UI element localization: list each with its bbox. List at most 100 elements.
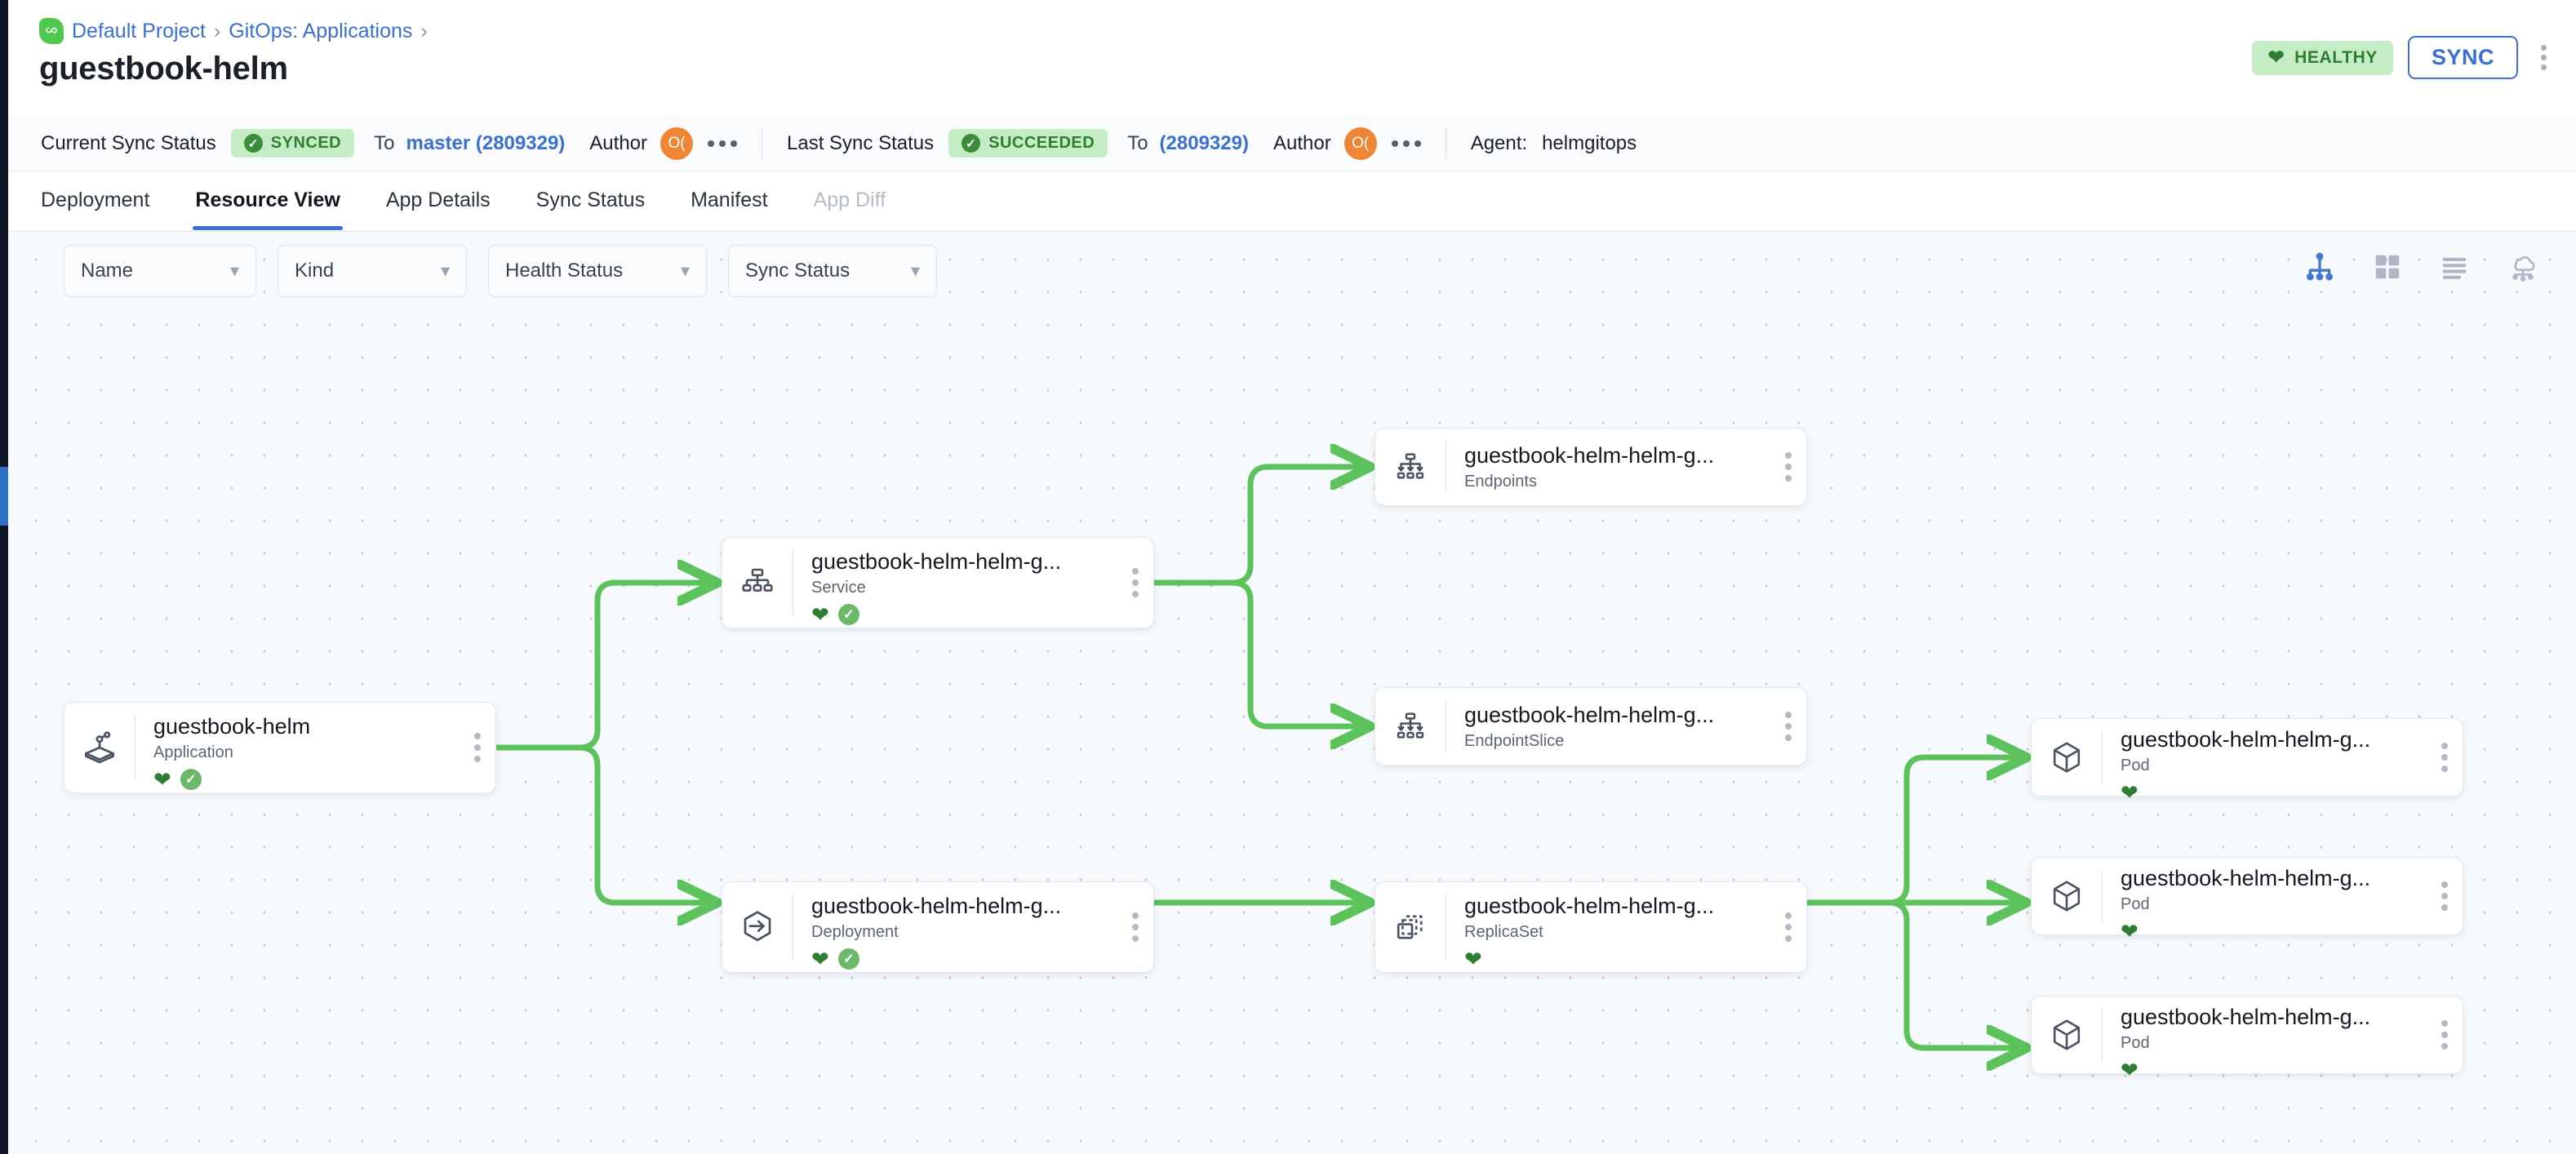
node-title: guestbook-helm-helm-g... [1464, 703, 1715, 727]
kebab-menu-icon[interactable] [2533, 40, 2555, 75]
graph-edges [493, 232, 2576, 1154]
node-title: guestbook-helm-helm-g... [2121, 866, 2371, 890]
pod-icon [2032, 858, 2102, 934]
heart-icon: ❤ [2121, 918, 2139, 943]
last-sync-status-chip: ✓ SUCCEEDED [948, 129, 1108, 158]
chevron-down-icon: ▾ [229, 260, 239, 281]
node-title: guestbook-helm-helm-g... [1464, 443, 1715, 468]
node-kind: Endpoints [1464, 472, 1537, 490]
node-status: ❤ [1464, 948, 1806, 970]
filter-sync-status-select[interactable]: Sync Status ▾ [728, 245, 937, 297]
deployment-icon [722, 882, 793, 972]
agent-value: helmgitops [1542, 131, 1637, 154]
avatar: O( [660, 126, 694, 160]
last-to-label: To [1127, 131, 1148, 154]
page-header: Default Project › GitOps: Applications ›… [8, 0, 2576, 116]
heart-icon: ❤ [2121, 779, 2139, 805]
heart-icon: ❤ [2267, 46, 2285, 69]
graph-node-endpointslice[interactable]: guestbook-helm-helm-g... EndpointSlice [1375, 687, 1807, 766]
graph-node-deployment[interactable]: guestbook-helm-helm-g... Deployment ❤ ✓ [722, 881, 1154, 973]
chevron-down-icon: ▾ [910, 260, 920, 281]
graph-node-pod-2[interactable]: guestbook-helm-helm-g... Pod ❤ [2031, 857, 2463, 942]
graph-node-application[interactable]: guestbook-helm Application ❤ ✓ [64, 702, 496, 793]
node-kind: Pod [2121, 894, 2150, 913]
node-kebab-menu-icon[interactable] [1132, 568, 1139, 597]
last-author-label: Author [1272, 131, 1331, 154]
node-title: guestbook-helm-helm-g... [2121, 727, 2371, 752]
cloud-network-icon[interactable] [2506, 250, 2540, 288]
node-kind: Pod [2121, 1033, 2150, 1052]
graph-node-service[interactable]: guestbook-helm-helm-g... Service ❤ ✓ [722, 537, 1154, 628]
current-sync-status-value: SYNCED [270, 134, 342, 152]
graph-node-pod-1[interactable]: guestbook-helm-helm-g... Pod ❤ [2031, 718, 2463, 803]
node-body: guestbook-helm-helm-g... Deployment ❤ ✓ [793, 882, 1153, 972]
node-kind: ReplicaSet [1464, 922, 1543, 941]
current-sync-status-chip: ✓ SYNCED [230, 129, 355, 158]
filter-kind-select[interactable]: Kind ▾ [278, 245, 467, 297]
pod-icon [2032, 719, 2102, 796]
sync-button[interactable]: SYNC [2407, 36, 2518, 79]
grid-view-icon[interactable] [2372, 251, 2403, 286]
node-body: guestbook-helm Application ❤ ✓ [135, 703, 495, 792]
node-kebab-menu-icon[interactable] [1785, 912, 1792, 942]
ellipsis-icon[interactable] [708, 140, 738, 147]
node-kind: EndpointSlice [1464, 731, 1565, 750]
tab-app-diff: App Diff [813, 189, 886, 211]
last-revision-link[interactable]: (2809329) [1159, 131, 1249, 154]
check-circle-icon: ✓ [180, 768, 202, 790]
current-revision-link[interactable]: master (2809329) [406, 131, 566, 154]
node-kebab-menu-icon[interactable] [474, 733, 481, 762]
node-kebab-menu-icon[interactable] [2441, 743, 2448, 772]
list-view-icon[interactable] [2439, 251, 2470, 286]
node-title: guestbook-helm [153, 714, 311, 739]
graph-node-pod-3[interactable]: guestbook-helm-helm-g... Pod ❤ [2031, 996, 2463, 1081]
breadcrumb-item-gitops-applications[interactable]: GitOps: Applications [229, 19, 413, 42]
left-rail-active-indicator[interactable] [0, 467, 8, 526]
header-actions: ❤ HEALTHY SYNC [2252, 36, 2555, 79]
tab-manifest[interactable]: Manifest [691, 189, 768, 211]
tab-deployment[interactable]: Deployment [41, 189, 150, 211]
filter-sync-status-label: Sync Status [745, 260, 851, 282]
node-kind: Service [811, 578, 866, 597]
resource-tree: guestbook-helm Application ❤ ✓ [8, 232, 2576, 1154]
node-status: ❤ ✓ [811, 603, 1153, 626]
node-kebab-menu-icon[interactable] [1785, 452, 1792, 482]
tab-sync-status[interactable]: Sync Status [535, 189, 646, 211]
argo-project-logo-icon [39, 18, 64, 44]
node-kind: Application [153, 743, 233, 761]
endpoints-icon [1375, 428, 1446, 505]
heart-icon: ❤ [811, 601, 829, 627]
sync-status-bar: Current Sync Status ✓ SYNCED To master (… [8, 116, 2576, 171]
tab-resource-view[interactable]: Resource View [193, 189, 344, 230]
application-icon [64, 703, 135, 792]
graph-node-replicaset[interactable]: guestbook-helm-helm-g... ReplicaSet ❤ [1375, 881, 1807, 973]
node-kebab-menu-icon[interactable] [2441, 1020, 2448, 1050]
node-kebab-menu-icon[interactable] [1785, 712, 1792, 741]
filter-health-status-select[interactable]: Health Status ▾ [488, 245, 707, 297]
tree-view-icon[interactable] [2303, 251, 2336, 287]
replicaset-icon [1375, 882, 1446, 972]
node-kebab-menu-icon[interactable] [2441, 881, 2448, 911]
current-author-label: Author [589, 131, 648, 154]
resource-graph-canvas[interactable]: Name ▾ Kind ▾ Health Status ▾ Sync Statu… [8, 232, 2576, 1154]
status-badge-healthy: ❤ HEALTHY [2252, 40, 2393, 75]
last-sync-status-label: Last Sync Status [787, 131, 935, 154]
graph-node-endpoints[interactable]: guestbook-helm-helm-g... Endpoints [1375, 428, 1807, 506]
heart-icon: ❤ [153, 766, 171, 792]
filter-name-select[interactable]: Name ▾ [64, 245, 256, 297]
current-to-label: To [374, 131, 395, 154]
current-sync-status-label: Current Sync Status [41, 131, 216, 154]
node-title: guestbook-helm-helm-g... [811, 549, 1062, 574]
tab-bar: Deployment Resource View App Details Syn… [8, 171, 2576, 232]
breadcrumb-item-default-project[interactable]: Default Project [72, 19, 206, 42]
node-status: ❤ [2121, 1059, 2463, 1081]
ellipsis-icon[interactable] [1391, 140, 1421, 147]
chevron-down-icon: ▾ [440, 260, 450, 281]
node-body: guestbook-helm-helm-g... Pod ❤ [2103, 858, 2463, 942]
tab-app-details[interactable]: App Details [385, 189, 491, 211]
node-kind: Deployment [811, 922, 899, 941]
node-kebab-menu-icon[interactable] [1132, 912, 1139, 942]
check-circle-icon: ✓ [837, 603, 859, 625]
check-circle-icon: ✓ [837, 948, 859, 970]
